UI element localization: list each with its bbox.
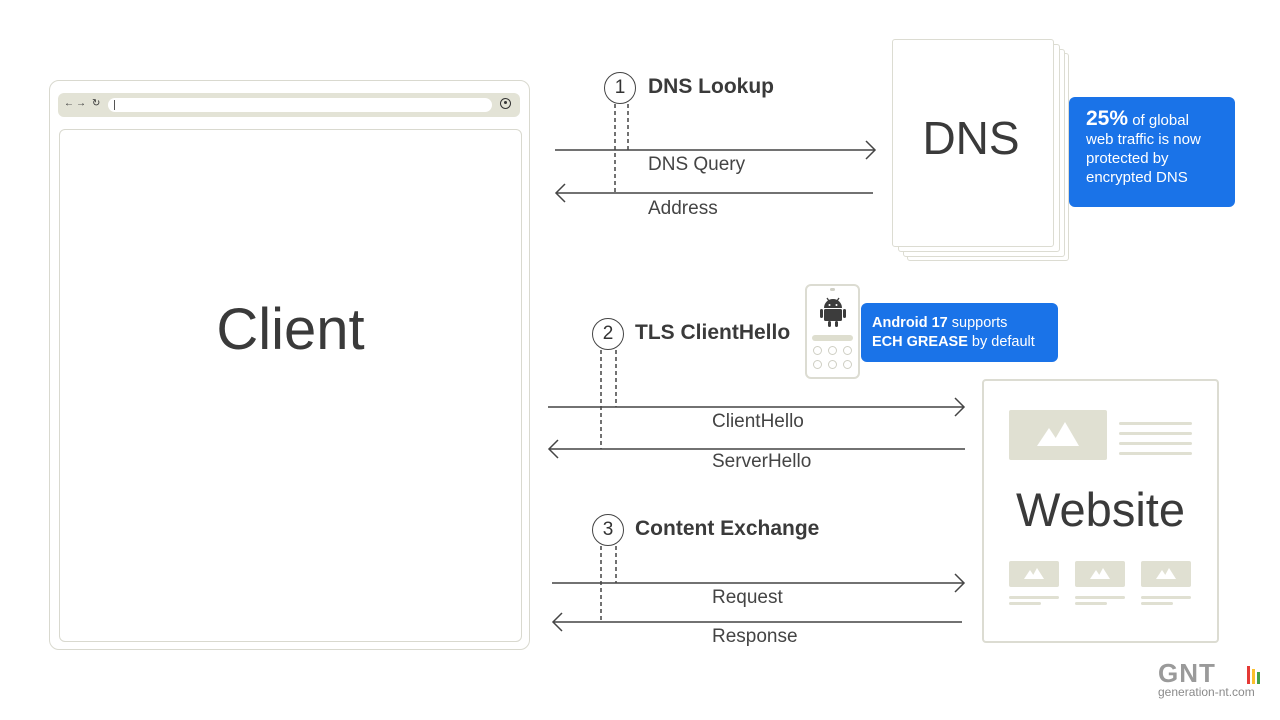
phone-app-icon: [813, 346, 822, 355]
step-3-label: Content Exchange: [635, 517, 820, 540]
client-title: Client: [216, 297, 365, 362]
image-placeholder-icon: [1156, 568, 1176, 579]
text-caret: [114, 100, 115, 110]
step-2-circle: 2: [592, 318, 624, 350]
response-label: Response: [712, 626, 798, 647]
back-arrow-icon[interactable]: ←: [64, 98, 74, 109]
text-line-placeholder: [1075, 602, 1107, 605]
dns-query-label: DNS Query: [648, 154, 746, 175]
android-callout-text-1: supports: [947, 315, 1008, 331]
text-line-placeholder: [1119, 452, 1192, 455]
serverhello-arrowhead: [547, 439, 559, 459]
text-line-placeholder: [1119, 432, 1192, 435]
dns-callout-text-2: web traffic is now: [1086, 131, 1201, 148]
watermark-site: generation-nt.com: [1158, 685, 1255, 699]
phone-camera: [830, 288, 835, 291]
request-label: Request: [712, 587, 783, 608]
text-line-placeholder: [1119, 422, 1192, 425]
phone-app-icon: [813, 360, 822, 369]
ech-grease: ECH GREASE: [872, 334, 968, 350]
dns-server-card: [892, 39, 1054, 247]
request-arrowhead: [954, 573, 966, 593]
android-version: Android 17: [872, 315, 948, 331]
address-bar[interactable]: [108, 98, 492, 112]
step-1-circle: 1: [604, 72, 636, 104]
text-line-placeholder: [1141, 596, 1191, 599]
address-label: Address: [648, 198, 718, 219]
phone-app-icon: [828, 360, 837, 369]
response-arrowhead: [551, 612, 563, 632]
text-line-placeholder: [1009, 602, 1041, 605]
dns-query-arrowhead: [865, 140, 877, 160]
phone-app-icon: [843, 346, 852, 355]
dns-title: DNS: [922, 112, 1020, 164]
dns-stat: 25%: [1086, 107, 1129, 130]
android-callout-text-2: by default: [967, 334, 1035, 350]
text-line-placeholder: [1009, 596, 1059, 599]
client-browser-window: [49, 80, 530, 650]
step-2-label: TLS ClientHello: [635, 321, 791, 344]
account-icon[interactable]: [500, 98, 511, 109]
android-ech-callout: Android 17 supports ECH GREASE by defaul…: [861, 303, 1058, 362]
step-3-circle: 3: [592, 514, 624, 546]
image-placeholder-icon: [1090, 568, 1110, 579]
phone-app-icon: [843, 360, 852, 369]
encrypted-dns-callout: 25% of global web traffic is now protect…: [1069, 97, 1235, 207]
website-title: Website: [1016, 483, 1185, 536]
serverhello-label: ServerHello: [712, 451, 812, 472]
phone-app-icon: [828, 346, 837, 355]
watermark-logo: GNT: [1158, 658, 1216, 688]
image-placeholder-icon: [1024, 568, 1044, 579]
dns-callout-text-1: of global: [1128, 112, 1189, 129]
address-arrowhead: [554, 183, 566, 203]
clienthello-label: ClientHello: [712, 411, 804, 432]
image-placeholder-icon: [1037, 422, 1079, 446]
android-icon: [820, 297, 846, 327]
forward-arrow-icon[interactable]: →: [76, 98, 86, 109]
text-line-placeholder: [1141, 602, 1173, 605]
client-content-pane: [59, 129, 522, 642]
step-1-label: DNS Lookup: [648, 75, 774, 98]
text-line-placeholder: [1119, 442, 1192, 445]
clienthello-arrowhead: [954, 397, 966, 417]
phone-search-bar: [812, 335, 853, 341]
watermark-bars-icon: [1247, 666, 1260, 684]
dns-callout-text-4: encrypted DNS: [1086, 169, 1188, 186]
reload-icon[interactable]: ↻: [92, 98, 101, 109]
dns-callout-text-3: protected by: [1086, 150, 1169, 167]
text-line-placeholder: [1075, 596, 1125, 599]
